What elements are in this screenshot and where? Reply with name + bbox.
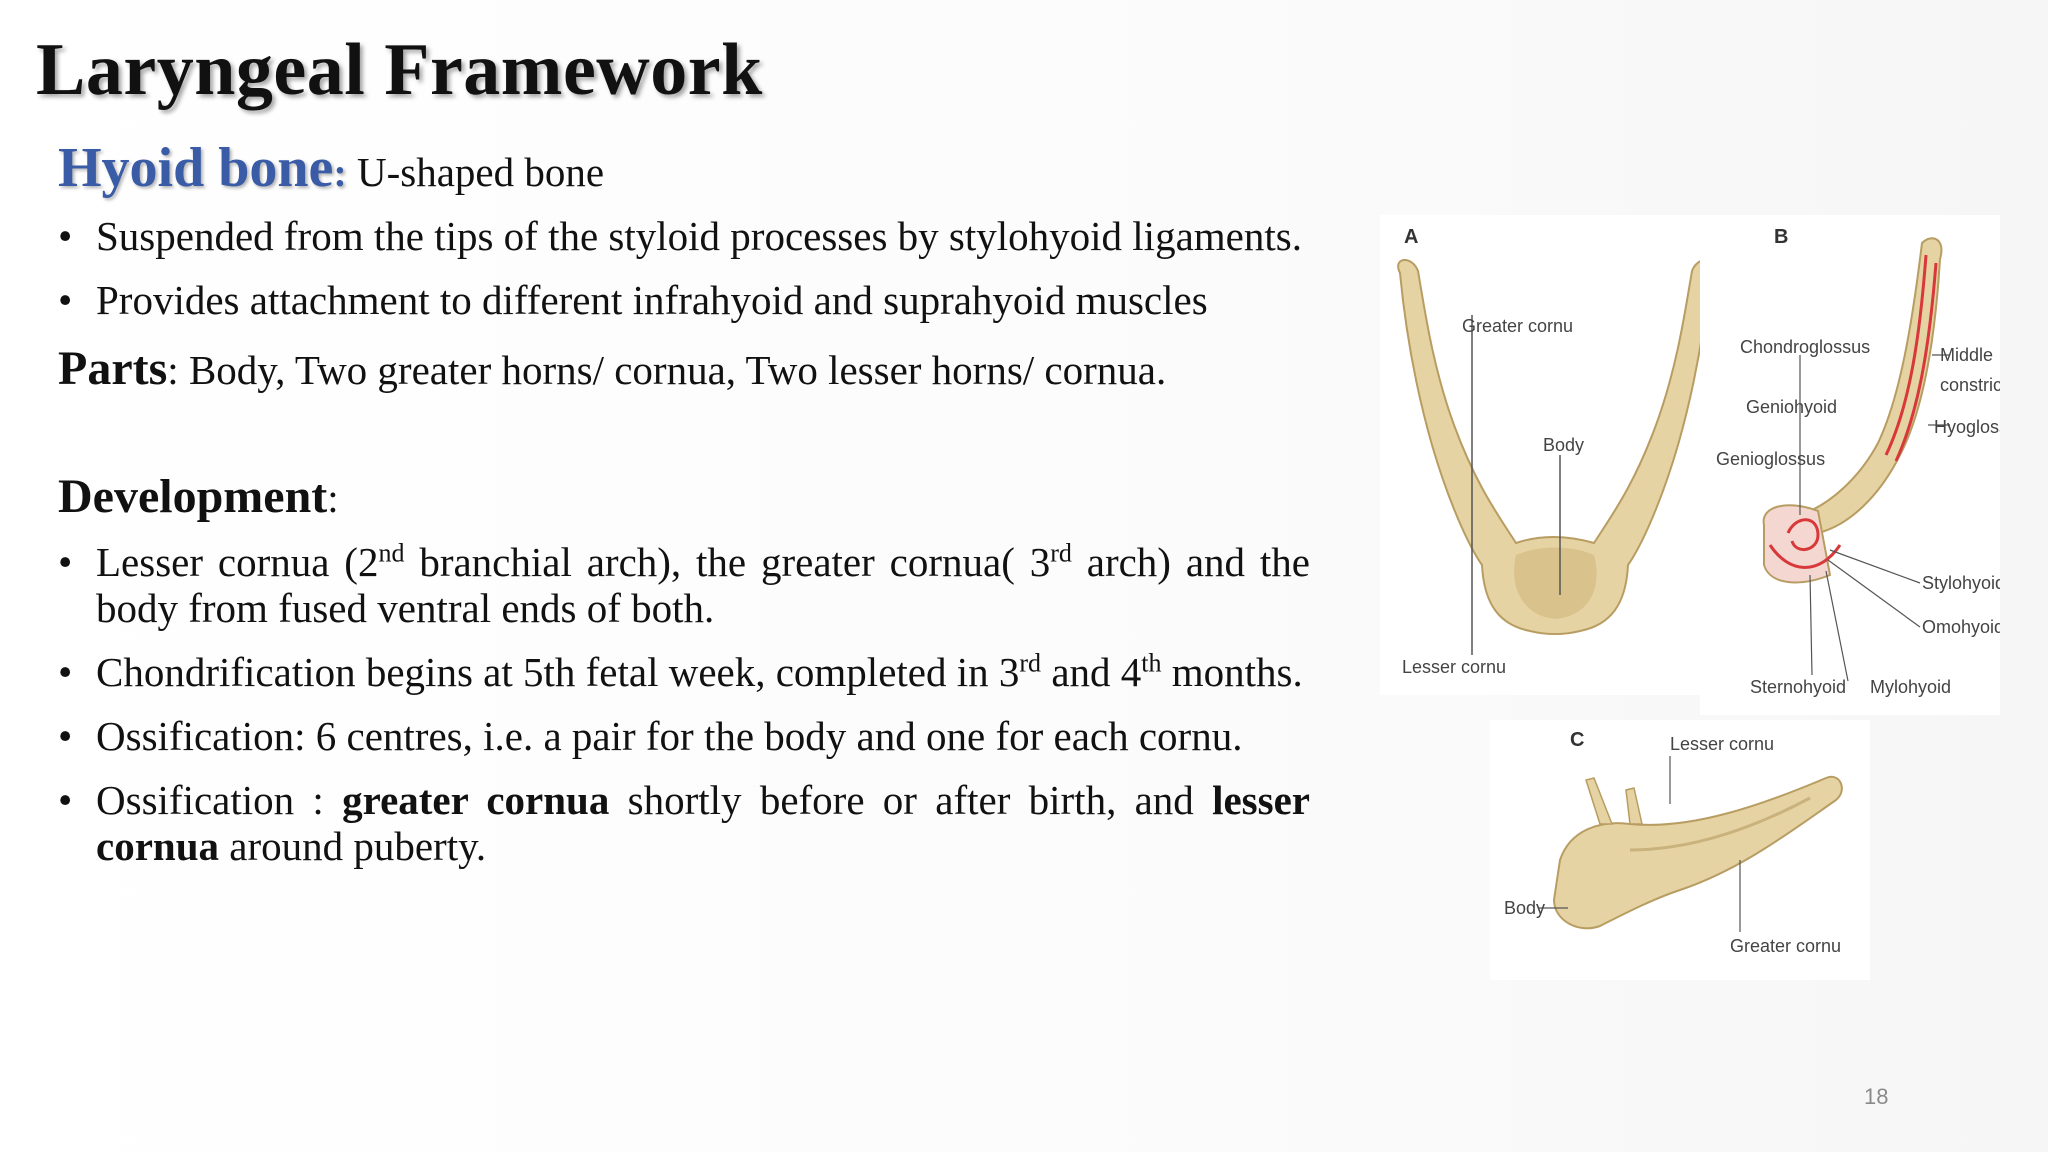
dev-bullet-2-sup-a: rd (1019, 648, 1042, 678)
development-colon: : (327, 475, 339, 521)
hyoid-heading: Hyoid bone: U-shaped bone (58, 140, 1310, 201)
bullet-icon: • (58, 277, 73, 323)
label-greater-cornu: Greater cornu (1462, 316, 1573, 336)
bullet-icon: • (58, 539, 73, 585)
muscle-line (1786, 518, 1820, 551)
label-hyoglossus: Hyoglossus (1934, 417, 2000, 437)
label-lesser-cornu-c: Lesser cornu (1670, 734, 1774, 754)
label-body-c: Body (1504, 898, 1545, 918)
greater-cornu-shape (1798, 237, 1943, 535)
bone-shading (1629, 796, 1811, 852)
label-body: Body (1543, 435, 1584, 455)
hyoid-description: U-shaped bone (346, 149, 605, 195)
dev-bullet-2-text-a: Chondrification begins at 5th fetal week… (96, 649, 1020, 695)
list-item: • Suspended from the tips of the styloid … (58, 213, 1310, 259)
hyoid-figure-panel-a: A Greater cornu Body Lesser cornu (1380, 215, 1740, 695)
list-item: • Lesser cornua (2nd branchial arch), the… (58, 539, 1310, 631)
development-label: Development (58, 470, 328, 523)
panel-b-letter: B (1774, 226, 1788, 248)
lesser-cornu-shape (1585, 777, 1614, 825)
hyoid-body-shade (1514, 547, 1597, 619)
development-heading: Development: (58, 469, 1310, 527)
dev-bullet-1-text-c: arch) and the body from fused ventral en… (96, 539, 1310, 631)
dev-bullet-4-text-c: around puberty. (219, 823, 487, 869)
dev-bullet-2-sup-b: th (1141, 648, 1162, 678)
label-genioglossus: Genioglossus (1716, 449, 1825, 469)
parts-text: Body, Two greater horns/ cornua, Two les… (178, 347, 1167, 393)
leader-line (1825, 570, 1849, 682)
list-item: • Provides attachment to different infrah… (58, 277, 1310, 323)
label-greater-cornu-c: Greater cornu (1730, 936, 1841, 956)
dev-bullet-4-text-a: Ossification : (96, 777, 343, 823)
label-middle: Middle (1940, 345, 1993, 365)
list-item: • Ossification: 6 centres, i.e. a pair fo… (58, 713, 1310, 759)
dev-bullet-2-text-b: and 4 (1041, 649, 1142, 695)
page-number: 18 (1864, 1084, 1889, 1109)
dev-bullet-1-sup-a: nd (378, 538, 405, 568)
dev-bullet-1-text-a: Lesser cornua (2 (96, 539, 379, 585)
hyoid-label: Hyoid bone (58, 137, 334, 199)
hyoid-figure-panel-b: B Chondroglossus Geniohyoid Genioglossus… (1700, 215, 2000, 715)
hyoid-bullet-1: Suspended from the tips of the styloid p… (96, 213, 1302, 259)
muscle-line (1884, 254, 1928, 456)
label-mylohyoid: Mylohyoid (1870, 677, 1951, 697)
panel-a-letter: A (1404, 226, 1418, 248)
hyoid-colon: : (333, 150, 347, 195)
bullet-icon: • (58, 713, 73, 759)
label-chondroglossus: Chondroglossus (1740, 337, 1870, 357)
lesser-cornu-shape (1625, 787, 1643, 825)
slide-title: Laryngeal Framework (36, 29, 763, 111)
text-column: Hyoid bone: U-shaped bone • Suspended fro… (58, 140, 1310, 887)
hyoid-bullet-list: • Suspended from the tips of the styloid … (58, 213, 1310, 323)
muscle-line (1894, 262, 1938, 462)
muscle-line (1768, 544, 1842, 569)
parts-label: Parts (58, 342, 168, 395)
development-bullet-list: • Lesser cornua (2nd branchial arch), the… (58, 539, 1310, 869)
leader-line (1829, 549, 1921, 584)
label-lesser-cornu: Lesser cornu (1402, 657, 1506, 677)
hyoid-bullet-2: Provides attachment to different infrahy… (96, 277, 1208, 323)
dev-bullet-4-bold-a: greater cornua (342, 777, 610, 823)
bullet-icon: • (58, 777, 73, 823)
hyoid-body-lateral (1762, 504, 1832, 584)
leader-line (1827, 559, 1921, 628)
parts-heading: Parts: Body, Two greater horns/ cornua, … (58, 341, 1310, 399)
dev-bullet-1-sup-b: rd (1050, 538, 1072, 568)
panel-c-letter: C (1570, 729, 1584, 751)
label-constrictor: constrictor (1940, 375, 2000, 395)
label-omohyoid: Omohyoid (1922, 617, 2000, 637)
hyoid-figure-panel-c: C Lesser cornu Body Greater cornu (1490, 720, 1870, 980)
dev-bullet-2-text-c: months. (1161, 649, 1303, 695)
label-geniohyoid: Geniohyoid (1746, 397, 1837, 417)
list-item: • Ossification : greater cornua shortly b… (58, 777, 1310, 869)
bullet-icon: • (58, 213, 73, 259)
bullet-icon: • (58, 649, 73, 695)
dev-bullet-4-text-b: shortly before or after birth, and (609, 777, 1213, 823)
label-stylohyoid: Stylohyoid (1922, 573, 2000, 593)
dev-bullet-1-text-b: branchial arch), the greater cornua( 3 (404, 539, 1051, 585)
dev-bullet-4-bold-b: lesser cornua (96, 777, 1310, 869)
label-sternohyoid: Sternohyoid (1750, 677, 1846, 697)
parts-colon: : (167, 347, 179, 393)
dev-bullet-3: Ossification: 6 centres, i.e. a pair for… (96, 713, 1243, 759)
leader-line (1809, 574, 1813, 676)
list-item: • Chondrification begins at 5th fetal wee… (58, 649, 1310, 695)
